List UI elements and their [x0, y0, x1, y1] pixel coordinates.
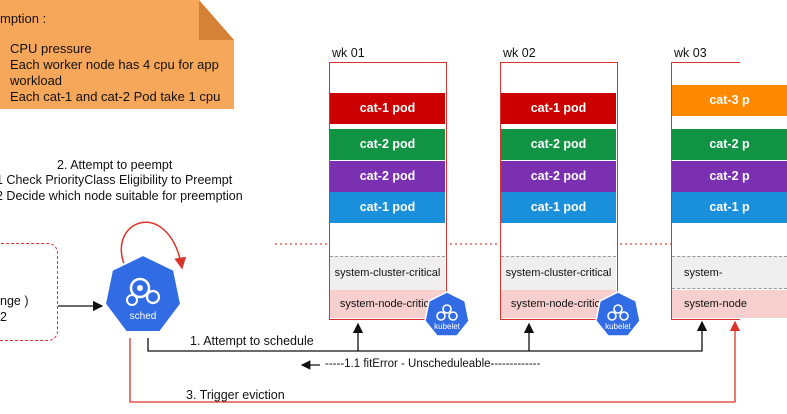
- pod: cat-2 pod: [330, 161, 445, 192]
- node-wk01: cat-1 pod cat-2 pod cat-2 pod cat-1 pod …: [329, 62, 447, 320]
- kubelet-icon: [424, 291, 470, 337]
- kubelet-icon: [595, 291, 641, 337]
- pod: cat-2 pod: [501, 161, 616, 192]
- eviction-label: 3. Trigger eviction: [186, 388, 285, 402]
- step2-title: 2. Attempt to peempt: [57, 158, 173, 172]
- note-line: CPU pressure: [10, 41, 92, 56]
- system-cluster-critical-pod: system-cluster-critical: [330, 256, 445, 291]
- schedule-label: 1. Attempt to schedule: [190, 334, 314, 348]
- pod: cat-3 p: [672, 85, 787, 116]
- node-wk03: cat-3 p cat-2 p cat-2 p cat-1 p system- …: [671, 62, 787, 320]
- note-title: mption :: [0, 11, 47, 26]
- kubelet-icon-wk01: kubelet: [424, 291, 470, 337]
- sched-label: sched: [129, 311, 157, 322]
- system-cluster-critical-pod: system-cluster-critical: [501, 256, 616, 291]
- kubelet-label: kubelet: [434, 322, 460, 331]
- step2-line2: 2 Decide which node suitable for preempt…: [0, 189, 243, 203]
- fit-error-label: -----1.1 fitError - Unscheduleable------…: [325, 358, 541, 370]
- schedule-line: [147, 320, 708, 352]
- system-node-critical-pod: system-node: [672, 290, 787, 318]
- pod: cat-1 pod: [501, 93, 616, 124]
- kubelet-icon-wk02: kubelet: [595, 291, 641, 337]
- system-cluster-critical-pod: system-: [672, 256, 787, 289]
- connector-layer: [58, 221, 741, 403]
- kubelet-label: kubelet: [605, 322, 631, 331]
- pod: cat-1 pod: [330, 93, 445, 124]
- preempt-loop-arrow: [120, 221, 187, 270]
- pod: cat-1 pod: [330, 192, 445, 223]
- eviction-line: [129, 320, 741, 403]
- node-name-wk01: wk 01: [332, 46, 365, 60]
- pod: cat-2 pod: [501, 129, 616, 160]
- pod: cat-1 p: [672, 192, 787, 223]
- note-line: workload: [10, 73, 63, 88]
- system-node-critical-pod: system-node-critica: [501, 290, 616, 318]
- pod: cat-2 pod: [330, 129, 445, 160]
- node-name-wk03: wk 03: [674, 46, 707, 60]
- node-name-wk02: wk 02: [503, 46, 536, 60]
- sched-icon: [103, 253, 183, 333]
- pod: cat-2 p: [672, 161, 787, 192]
- node-wk02: cat-1 pod cat-2 pod cat-2 pod cat-1 pod …: [500, 62, 618, 320]
- note-line: Each cat-1 and cat-2 Pod take 1 cpu: [10, 89, 221, 104]
- pod: cat-1 pod: [501, 192, 616, 223]
- pending-pod-text-2: 2: [0, 310, 7, 324]
- note-line: Each worker node has 4 cpu for app: [10, 57, 219, 72]
- assumption-note: [0, 0, 234, 109]
- pod: cat-2 p: [672, 129, 787, 160]
- pending-pod-text-1: nge ): [0, 294, 29, 308]
- pending-pod-box: [0, 243, 58, 341]
- step2-line1: 1 Check PriorityClass Eligibility to Pre…: [0, 173, 233, 187]
